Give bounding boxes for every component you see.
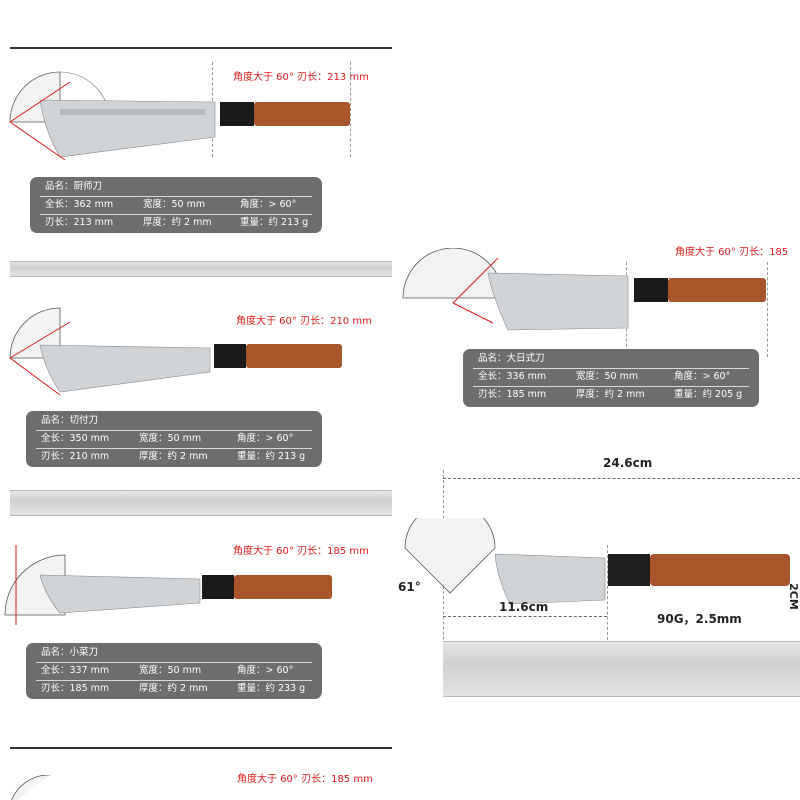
blade-length: 刃长：185 mm (478, 389, 547, 400)
product-name: 品名：大日式刀 (478, 353, 545, 364)
knife5-spec-label: 角度大于 60° 刃长：185 mm (237, 774, 373, 785)
angle: 角度：> 60° (237, 665, 294, 676)
total-length-label: 24.6cm (603, 456, 653, 470)
knife2-spec-label: 角度大于 60° 刃长：210 mm (236, 316, 372, 327)
blade-length: 刃长：213 mm (45, 217, 114, 228)
thickness: 厚度：约 2 mm (139, 683, 208, 694)
weight: 重量：约 213 g (240, 217, 309, 228)
measuring-ruler-large (443, 641, 800, 697)
weight: 重量：约 205 g (674, 389, 743, 400)
knife1-end-marker (350, 62, 351, 157)
product-name: 品名：厨师刀 (45, 181, 103, 192)
knife4-spec-label: 角度大于 60° 刃长：185 (675, 247, 789, 258)
weight: 重量：约 213 g (237, 451, 306, 462)
thickness: 厚度：约 2 mm (139, 451, 208, 462)
width-label: 2CM (786, 583, 800, 610)
knife2-spec-panel: 品名：切付刀 全长：350 mm 宽度：50 mm 角度：> 60° 刃长：21… (26, 411, 322, 467)
knife4-spec-panel: 品名：大日式刀 全长：336 mm 宽度：50 mm 角度：> 60° 刃长：1… (463, 349, 759, 407)
knife6-image (404, 518, 790, 605)
thickness: 厚度：约 2 mm (143, 217, 212, 228)
blade-length-marker (607, 545, 608, 640)
knife4-image (402, 248, 766, 331)
width: 宽度：50 mm (139, 433, 202, 444)
knife3-spec-panel: 品名：小菜刀 全长：337 mm 宽度：50 mm 角度：> 60° 刃长：18… (26, 643, 322, 699)
measuring-ruler-top (10, 22, 392, 49)
protractor-icon (11, 775, 50, 800)
total-length: 全长：350 mm (41, 433, 110, 444)
blade-length: 刃长：185 mm (41, 683, 110, 694)
angle: 角度：> 60° (237, 433, 294, 444)
total-length: 全长：337 mm (41, 665, 110, 676)
knife1-spec-label: 角度大于 60° 刃长：213 mm (233, 72, 369, 83)
width: 宽度：50 mm (143, 199, 206, 210)
weight-thickness-label: 90G，2.5mm (657, 612, 742, 626)
knife3-spec-label: 角度大于 60° 刃长：185 mm (233, 546, 369, 557)
measuring-ruler (10, 722, 392, 749)
angle: 角度：> 60° (674, 371, 731, 382)
measuring-ruler (10, 490, 392, 516)
total-length: 全长：362 mm (45, 199, 114, 210)
product-name: 品名：切付刀 (41, 415, 99, 426)
knife4-end-marker (767, 262, 768, 357)
width: 宽度：50 mm (139, 665, 202, 676)
width: 宽度：50 mm (576, 371, 639, 382)
blade-length: 刃长：210 mm (41, 451, 110, 462)
angle-label: 61° (398, 580, 421, 594)
total-length-line (443, 478, 800, 479)
protractor-icon (4, 554, 66, 616)
angle: 角度：> 60° (240, 199, 297, 210)
protractor-icon (404, 518, 496, 594)
knife2-image (9, 307, 342, 396)
measuring-ruler (10, 261, 392, 277)
weight: 重量：约 233 g (237, 683, 306, 694)
total-length: 全长：336 mm (478, 371, 547, 382)
knife1-spec-panel: 品名：厨师刀 全长：362 mm 宽度：50 mm 角度：> 60° 刃长：21… (30, 177, 322, 233)
blade-length-label: 11.6cm (499, 600, 549, 614)
product-name: 品名：小菜刀 (41, 647, 99, 658)
knife1-image (9, 71, 350, 161)
thickness: 厚度：约 2 mm (576, 389, 645, 400)
knife3-image (4, 545, 332, 625)
blade-length-line (443, 616, 607, 617)
